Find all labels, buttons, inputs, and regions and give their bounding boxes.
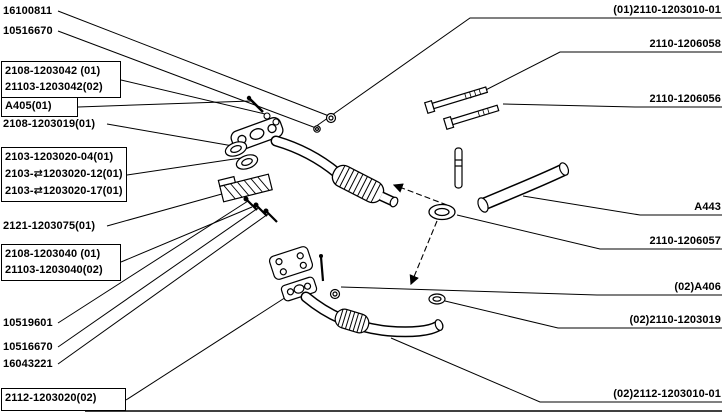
mounting-stud [454,147,463,189]
assembly-direction-arrows [392,183,448,286]
bottom-pipe-collar [334,308,370,334]
right-leader-lines [314,17,722,403]
part-label-16043221: 16043221 [3,358,53,370]
exhaust-ring [428,203,456,221]
part-label-21103-1203042: 21103-1203042(02) [5,81,103,93]
flange-washer [313,125,321,133]
part-label-2110-1206057: 2110-1206057 [649,235,721,247]
part-label-2110-1203010-01: (01)2110-1203010-01 [613,4,721,16]
label-group-box-1203020 [1,147,127,202]
mounting-pins [243,196,278,223]
part-label-10516670-bottom: 10516670 [3,341,53,353]
part-label-a405: A405(01) [5,100,52,112]
part-label-a443: A443 [694,201,721,213]
label-group-box-1203042 [1,61,121,98]
small-washers [263,112,280,126]
part-label-2108-1203042: 2108-1203042 (01) [5,65,101,77]
part-label-a406: (02)A406 [674,281,721,293]
stud-a406 [319,254,325,282]
part-label-2103-1203020-17: 2103-⇄1203020-17(01) [5,185,123,197]
part-label-10519601: 10519601 [3,317,53,329]
part-label-2110-1206058: 2110-1206058 [649,38,721,50]
tailpipe-a443 [477,162,570,213]
flange-nut [325,112,337,124]
bolt-2110-1206056 [442,104,500,131]
label-group-box-2112-1203020 [1,388,126,411]
part-label-21103-1203040: 21103-1203040(02) [5,264,103,276]
flex-outlet-stub [378,191,399,208]
bottom-pipe-flange [280,276,318,302]
part-label-2112-1203010-01: (02)2112-1203010-01 [613,388,721,400]
bottom-shield-plate [268,246,314,280]
gasket-ring-small [428,293,446,305]
label-group-box-1203040 [1,244,121,281]
part-label-2110-1206056: 2110-1206056 [649,93,721,105]
label-group-box-a405 [1,96,78,117]
part-label-2108-1203040: 2108-1203040 (01) [5,248,101,260]
flex-section [331,164,385,204]
bracket-2121-1203075 [217,173,273,203]
gasket-rings [224,141,259,170]
part-label-2121-1203075: 2121-1203075(01) [3,220,96,232]
part-label-10516670-top: 10516670 [3,25,53,37]
part-label-16100811: 16100811 [3,5,53,17]
flange-nut-bottom [329,288,341,300]
left-leader-lines [57,10,330,401]
part-label-2110-1203019: (02)2110-1203019 [629,314,721,326]
bolt-2110-1206058 [423,86,489,115]
bottom-downpipe [300,291,444,338]
front-pipe-tube [270,135,343,179]
part-label-2112-1203020: 2112-1203020(02) [5,392,97,404]
part-label-2103-1203020-04: 2103-1203020-04(01) [5,151,114,163]
part-label-2108-1203019: 2108-1203019(01) [3,118,96,130]
stud-a405 [246,95,264,113]
part-label-2103-1203020-12: 2103-⇄1203020-12(01) [5,168,123,180]
